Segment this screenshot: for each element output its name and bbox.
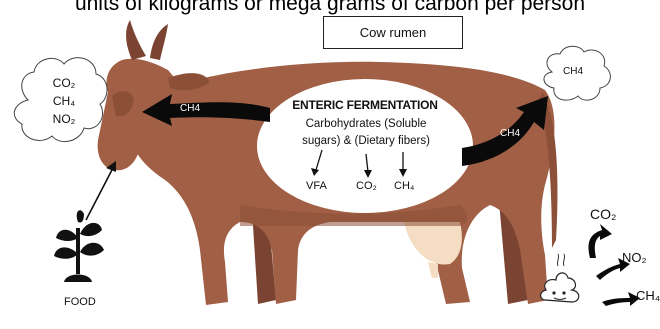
- left-cloud-line-no2: NO₂: [38, 110, 90, 128]
- left-arrow-label: CH4: [180, 103, 200, 114]
- cow-rumen-title: Cow rumen: [360, 25, 426, 40]
- plant-icon: [54, 210, 104, 282]
- fermentation-line-1: Carbohydrates (Soluble: [276, 116, 456, 133]
- fermentation-description: Carbohydrates (Soluble sugars) & (Dietar…: [276, 116, 456, 150]
- cow-horn-left: [126, 20, 146, 60]
- left-cloud-line-ch4: CH₄: [38, 92, 90, 110]
- cow-rumen-title-box: Cow rumen: [323, 16, 463, 49]
- product-vfa: VFA: [306, 180, 327, 192]
- food-label: FOOD: [64, 296, 96, 308]
- product-co2: CO₂: [356, 180, 377, 192]
- manure-ch4-label: CH₄: [636, 288, 660, 303]
- product-ch4: CH₄: [394, 180, 414, 192]
- right-cloud-text: CH4: [563, 66, 583, 77]
- fermentation-line-2: sugars) & (Dietary fibers): [276, 133, 456, 150]
- manure-co2-arrow: [589, 224, 613, 258]
- cow-horn-right: [150, 24, 168, 60]
- cow-teat: [428, 262, 438, 278]
- cow-udder: [404, 222, 462, 265]
- left-cloud-line-co2: CO₂: [38, 74, 90, 92]
- fermentation-title: ENTERIC FERMENTATION: [280, 98, 450, 112]
- manure-no2-label: NO₂: [622, 250, 647, 265]
- manure-co2-label: CO₂: [590, 206, 616, 222]
- right-arrow-label: CH4: [500, 128, 520, 139]
- left-cloud-text: CO₂ CH₄ NO₂: [38, 74, 90, 128]
- food-arrow-line: [86, 166, 114, 220]
- manure-ch4-arrow: [602, 292, 640, 306]
